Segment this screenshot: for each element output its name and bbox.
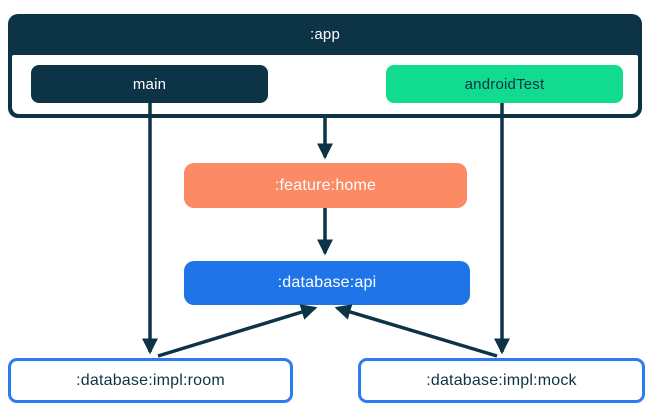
module-database-impl-room: :database:impl:room — [8, 358, 293, 403]
edge-database-impl-mock-to-database-api — [334, 304, 498, 358]
app-module-header: :app — [8, 14, 642, 55]
edge-database-impl-room-to-database-api — [157, 304, 318, 358]
module-database-api-label: :database:api — [277, 274, 377, 291]
module-database-impl-room-label: :database:impl:room — [76, 371, 225, 389]
module-feature-home-label: :feature:home — [274, 176, 377, 194]
source-set-androidtest: androidTest — [386, 65, 623, 103]
module-database-impl-mock: :database:impl:mock — [358, 358, 645, 403]
module-database-api: :database:api — [184, 261, 470, 305]
source-set-androidtest-label: androidTest — [464, 75, 545, 93]
app-module-label: :app — [310, 26, 340, 43]
module-database-impl-mock-label: :database:impl:mock — [426, 371, 577, 389]
source-set-main: main — [31, 65, 268, 103]
source-set-main-label: main — [132, 75, 167, 93]
module-feature-home: :feature:home — [184, 163, 467, 208]
